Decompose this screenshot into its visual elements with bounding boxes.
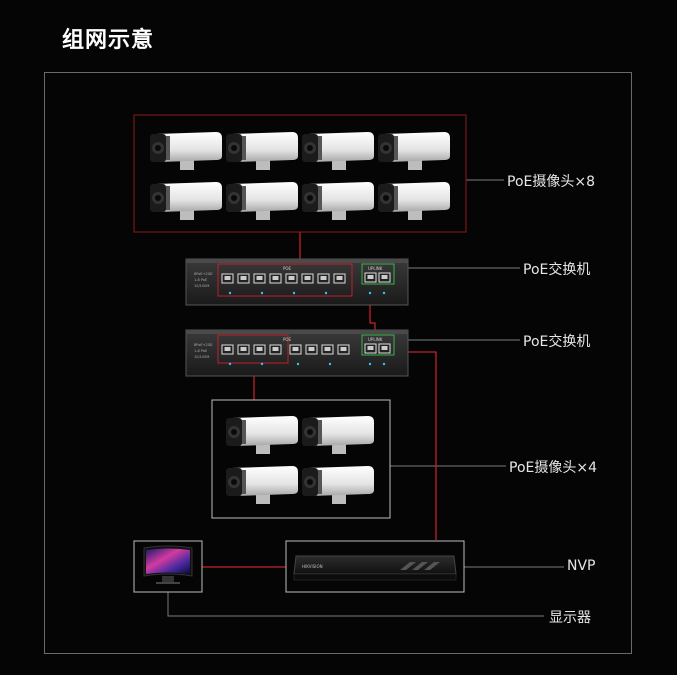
ethernet-port-icon (237, 344, 250, 355)
ethernet-port-icon (333, 273, 346, 284)
label-cams4: PoE摄像头×4 (509, 460, 597, 476)
camera-group-4-box (211, 399, 391, 519)
ethernet-port-icon (364, 272, 377, 283)
ethernet-port-icon (378, 272, 391, 283)
camera-icon (226, 416, 298, 454)
camera-group-4 (226, 416, 374, 504)
ethernet-port-icon (221, 344, 234, 355)
camera-icon (378, 182, 450, 220)
ethernet-port-icon (378, 343, 391, 354)
svg-text:10/100M: 10/100M (194, 355, 209, 359)
ethernet-port-icon (237, 273, 250, 284)
nvr-box (285, 540, 465, 593)
ethernet-port-icon (321, 344, 334, 355)
label-nvr: NVP (567, 558, 596, 574)
svg-text:8PoE+2GE: 8PoE+2GE (194, 343, 213, 347)
label-switch2: PoE交换机 (523, 334, 591, 350)
camera-icon (226, 182, 298, 220)
camera-icon (226, 132, 298, 170)
ethernet-port-icon (269, 273, 282, 284)
camera-icon (150, 182, 222, 220)
svg-text:1-8 PoE: 1-8 PoE (194, 278, 207, 282)
switch-uplink-label: UPLINK (368, 266, 383, 271)
svg-text:10/100M: 10/100M (194, 284, 209, 288)
poe-switch-1: 8PoE+2GE 1-8 PoE 10/100M POE UPLINK (185, 258, 409, 306)
camera-icon (150, 132, 222, 170)
poe-switch-2: 8PoE+2GE 1-8 PoE 10/100M POE UPLINK (185, 329, 409, 377)
camera-group-8 (150, 132, 450, 220)
camera-icon (302, 466, 374, 504)
page-title: 组网示意 (62, 28, 155, 53)
camera-icon (226, 466, 298, 504)
switch-poe-label: POE (283, 266, 292, 271)
label-switch1: PoE交换机 (523, 262, 591, 278)
ethernet-port-icon (253, 273, 266, 284)
label-monitor: 显示器 (549, 610, 591, 626)
monitor-box (133, 540, 203, 593)
switch-poe-label: POE (283, 337, 292, 342)
camera-icon (378, 132, 450, 170)
ethernet-port-icon (317, 273, 330, 284)
camera-icon (302, 416, 374, 454)
label-cams8: PoE摄像头×8 (507, 174, 595, 190)
camera-icon (302, 182, 374, 220)
nvr-brand: HIKVISION (302, 564, 323, 569)
ethernet-port-icon (337, 344, 350, 355)
monitor-icon (143, 545, 193, 584)
ethernet-port-icon (221, 273, 234, 284)
diagram-frame (44, 72, 632, 654)
ethernet-port-icon (364, 343, 377, 354)
svg-text:8PoE+2GE: 8PoE+2GE (194, 272, 213, 276)
ethernet-port-icon (269, 344, 282, 355)
camera-group-8-box (133, 114, 467, 233)
link-switch2-nvr (392, 351, 437, 540)
ethernet-port-icon (289, 344, 302, 355)
svg-text:1-8 PoE: 1-8 PoE (194, 349, 207, 353)
ethernet-port-icon (305, 344, 318, 355)
ethernet-port-icon (253, 344, 266, 355)
ethernet-port-icon (285, 273, 298, 284)
nvr-device: HIKVISION (293, 555, 457, 581)
ethernet-port-icon (301, 273, 314, 284)
switch-uplink-label: UPLINK (368, 337, 383, 342)
leader-monitor (167, 592, 544, 617)
camera-icon (302, 132, 374, 170)
